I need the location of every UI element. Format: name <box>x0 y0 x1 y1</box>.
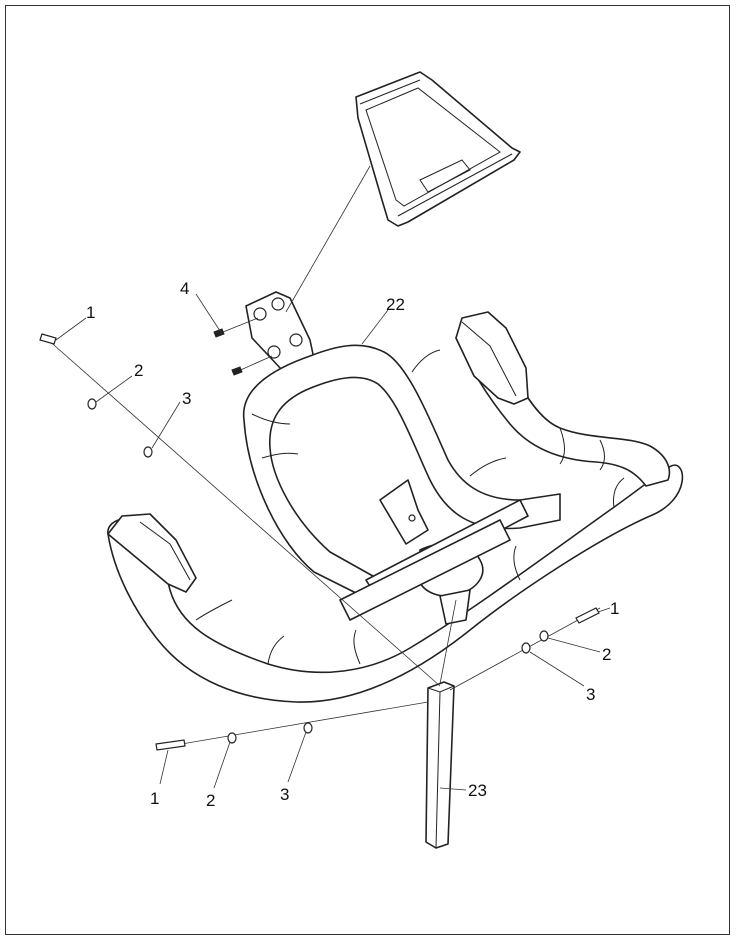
callout-3-left: 3 <box>182 389 191 408</box>
handlebar-part-22 <box>107 311 684 703</box>
hardware-set-right <box>449 607 601 691</box>
callout-22: 22 <box>386 295 405 314</box>
callout-labels: 1 2 3 4 22 1 2 3 1 2 3 23 <box>86 279 619 810</box>
callout-23: 23 <box>468 781 487 800</box>
diagram-frame <box>5 5 730 935</box>
hardware-set-bottom <box>155 701 429 751</box>
callout-2-right: 2 <box>602 645 611 664</box>
callout-1-left: 1 <box>86 303 95 322</box>
callout-2-bottom: 2 <box>206 791 215 810</box>
callout-3-bottom: 3 <box>280 785 289 804</box>
callout-3-right: 3 <box>586 685 595 704</box>
callout-2-left: 2 <box>134 361 143 380</box>
stem-part-23 <box>425 681 455 849</box>
console-tray <box>355 71 521 227</box>
hardware-set-left <box>39 333 441 687</box>
callout-1-right: 1 <box>610 599 619 618</box>
callout-leaders <box>55 293 611 791</box>
callout-4: 4 <box>180 279 189 298</box>
callout-1-bottom: 1 <box>150 789 159 808</box>
